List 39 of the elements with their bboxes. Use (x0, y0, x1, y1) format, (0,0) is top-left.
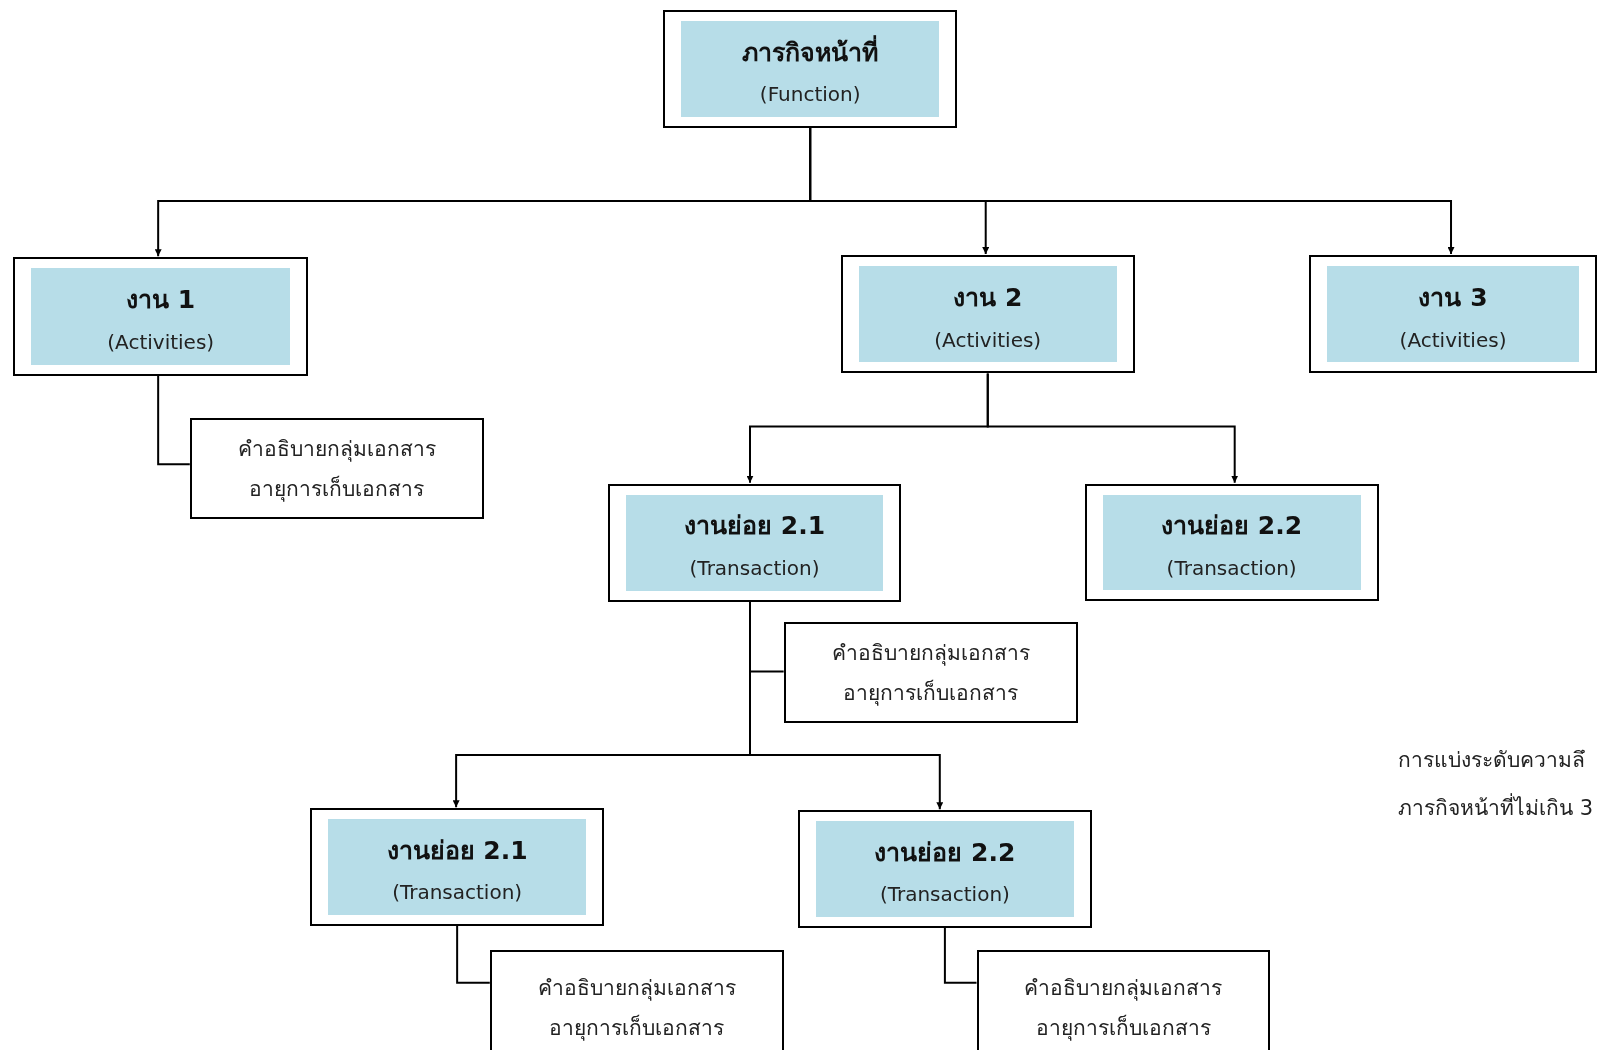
note-text: ภารกิจหน้าที่ไม่เกิน 3 (1397, 792, 1593, 822)
arrow (809, 126, 1455, 256)
note-box (189, 418, 484, 520)
note-text: การแบ่งระดับความลึ (1397, 746, 1585, 774)
note-text: คำอธิบายกลุ่มเอกสาร อายุการเก็บเอกสาร (830, 639, 1031, 708)
box-title: งานย่อย 2.2 (874, 836, 1016, 869)
box-subtitle: (Activities) (1399, 327, 1507, 352)
process-box (13, 257, 309, 376)
note-text: คำอธิบายกลุ่มเอกสาร อายุการเก็บเอกสาร (1023, 975, 1224, 1043)
arrow (986, 372, 1239, 484)
process-box (1084, 483, 1379, 601)
process-box (608, 483, 901, 603)
box-subtitle: (Transaction) (879, 882, 1010, 907)
box-title: งาน 3 (1418, 281, 1488, 314)
box-subtitle: (Transaction) (392, 880, 523, 905)
process-box (1309, 255, 1597, 374)
note-box (783, 622, 1078, 724)
box-subtitle: (Activities) (107, 329, 215, 354)
note-box (976, 950, 1271, 1050)
box-subtitle: (Transaction) (689, 556, 820, 581)
process-box (840, 255, 1135, 374)
box-title: งานย่อย 2.1 (386, 834, 528, 867)
note-text: คำอธิบายกลุ่มเอกสาร อายุการเก็บเอกสาร (536, 975, 737, 1043)
box-subtitle: (Transaction) (1166, 555, 1297, 580)
process-box (663, 10, 958, 128)
process-box (797, 810, 1092, 928)
note-box (489, 950, 784, 1050)
connector-line (456, 924, 491, 984)
box-title: งาน 1 (126, 283, 196, 316)
connector-line (157, 374, 191, 466)
box-subtitle: (Function) (759, 82, 861, 107)
box-title: ภารกิจหน้าที่ (742, 34, 879, 69)
connector-line (943, 926, 978, 984)
process-box (310, 808, 605, 926)
box-title: งานย่อย 2.2 (1161, 510, 1303, 543)
box-title: งานย่อย 2.1 (684, 510, 826, 543)
box-title: งาน 2 (953, 281, 1023, 314)
note-text: คำอธิบายกลุ่มเอกสาร อายุการเก็บเอกสาร (236, 435, 437, 504)
box-subtitle: (Activities) (934, 327, 1042, 352)
